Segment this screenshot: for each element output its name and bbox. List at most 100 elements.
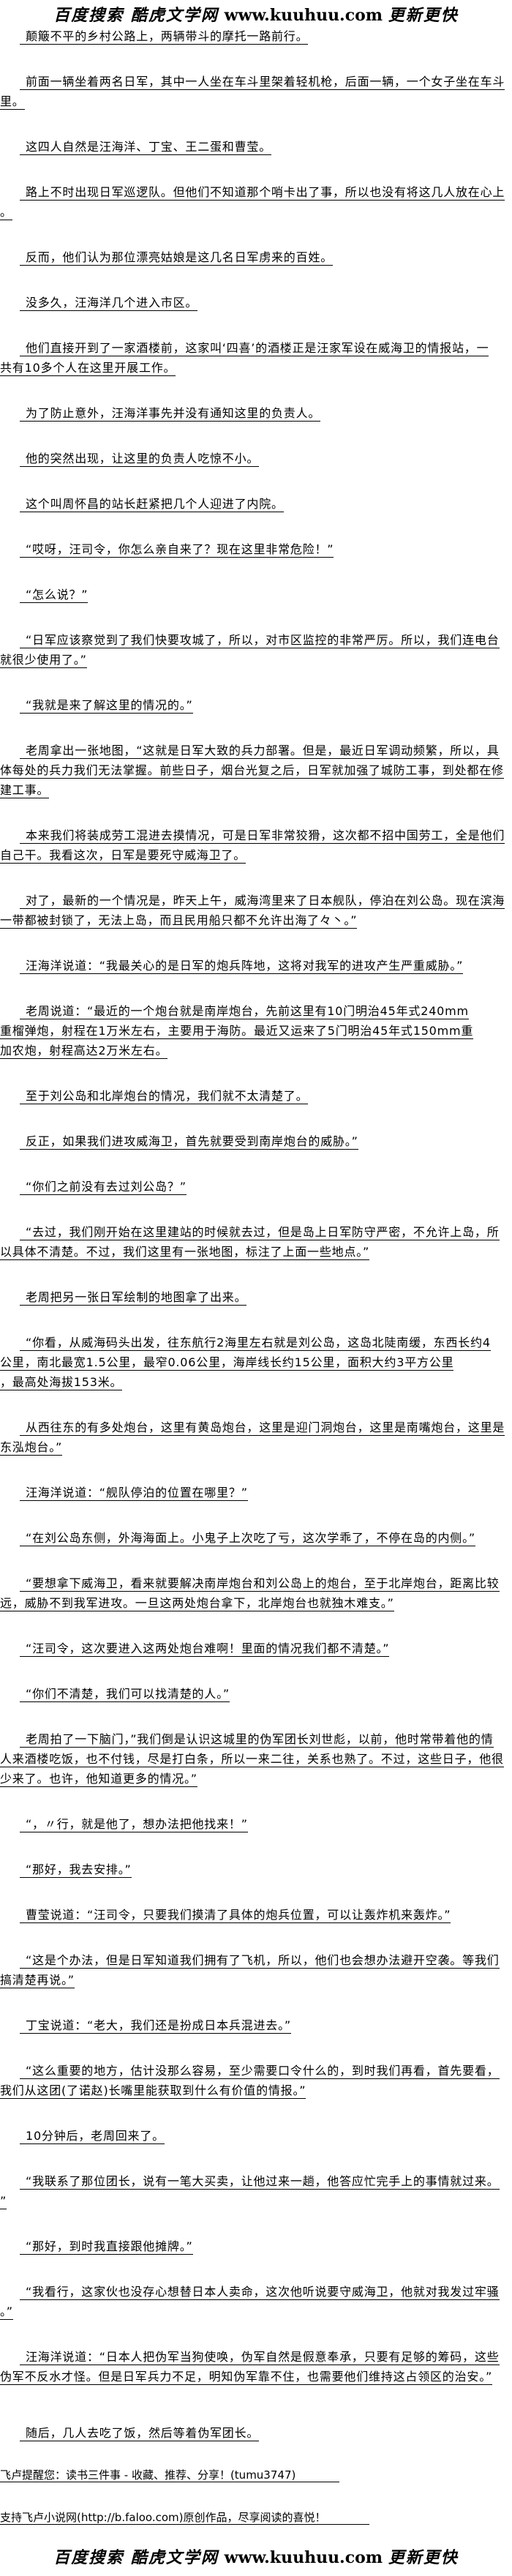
text-line-content: “你看，从威海码头出发，往东航行2海里左右就是刘公岛，这岛北陡南缓，东西长约4 (20, 1336, 491, 1351)
text-line-content: 东泓炮台。” (0, 1440, 63, 1456)
text-line-content: 颠簸不平的乡村公路上，两辆带斗的摩托一路前行。 (20, 29, 309, 45)
text-line-content: “这么重要的地方，估计没那么容易，至少需要口令什么的，到时我们再看，首先要看， (20, 2064, 500, 2079)
text-line-content: “那好，我去安排。” (20, 1862, 132, 1878)
paragraph: 这个叫周怀昌的站长赶紧把几个人迎进了内院。 (0, 494, 512, 514)
text-line: 颠簸不平的乡村公路上，两辆带斗的摩托一路前行。 (0, 26, 512, 46)
text-line-content: 人来酒楼吃饭，也不付钱，尽是打白条，所以一来二往，关系也熟了。不过，这些日子，他… (0, 1752, 504, 1767)
paragraph: 汪海洋说道：“我最关心的是日军的炮兵阵地，这将对我军的进攻产生严重威胁。” (0, 956, 512, 976)
paragraph: “你们之前没有去过刘公岛？” (0, 1177, 512, 1197)
logo-cn-text: 百度搜索 酷虎文学网 (53, 6, 219, 25)
text-line-content: 公里，南北最宽1.5公里，最窄0.06公里，海岸线长约15公里，面积大约3平方公… (0, 1355, 454, 1371)
logo-slogan-text: 更新更快 (388, 6, 459, 25)
text-line: 他的突然出现，让这里的负责人吃惊不小。 (0, 449, 512, 468)
paragraph: 从西往东的有多处炮台，这里有黄岛炮台，这里是迎门洞炮台，这里是南嘴炮台，这里是东… (0, 1418, 512, 1457)
logo-slogan-text: 更新更快 (388, 2548, 459, 2567)
text-line-content: 里。 (0, 94, 25, 110)
text-line-content: 为了防止意外，汪海洋事先并没有通知这里的负责人。 (20, 406, 321, 422)
text-line: 前面一辆坐着两名日军，其中一人坐在车斗里架着轻机枪，后面一辆，一个女子坐在车斗 (0, 72, 512, 91)
text-line-content: 本来我们将装成劳工混进去摸情况，可是日军非常狡猾，这次都不招中国劳工，全是他们 (20, 828, 505, 844)
paragraph: “去过，我们刚开始在这里建站的时候就去过，但是岛上日军防守严密，不允许上岛，所以… (0, 1222, 512, 1262)
paragraph: 老周拿出一张地图，“这就是日军大致的兵力部署。但是，最近日军调动频繁，所以，具体… (0, 741, 512, 800)
text-line-content: 搞清楚再说。” (0, 1973, 75, 1988)
text-line-content: 随后，几人去吃了饭，然后等着伪军团长。 (20, 2426, 260, 2441)
text-line: 我们从这团(了诺赵)长嘴里能获取到什么有价值的情报。” (0, 2081, 512, 2100)
footer-reminder-text: 飞卢提醒您：读书三件事 - 收藏、推荐、分享！(tumu3747) (0, 2468, 340, 2482)
footer-support-link[interactable]: 支持飞卢小说网(http://b.faloo.com)原创作品，尽享阅读的喜悦！ (0, 2511, 370, 2525)
text-line-content: 汪海洋说道：“日本人把伪军当狗使唤，伪军自然是假意奉承，只要有足够的筹码，这些 (20, 2350, 500, 2365)
text-line: ，最高处海拔153米。 (0, 1372, 512, 1392)
text-line: 一带都被封锁了，无法上岛，而且民用船只都不允许出海了々丶。” (0, 910, 512, 930)
text-line: “你看，从威海码头出发，往东航行2海里左右就是刘公岛，这岛北陡南缓，东西长约4 (0, 1333, 512, 1352)
text-line: “这是个办法，但是日军知道我们拥有了飞机，所以，他们也会想办法避开空袭。等我们 (0, 1950, 512, 1970)
text-line: 随后，几人去吃了饭，然后等着伪军团长。 (0, 2423, 512, 2443)
text-line: 。 (0, 202, 512, 222)
text-line: 为了防止意外，汪海洋事先并没有通知这里的负责人。 (0, 403, 512, 423)
paragraph: 为了防止意外，汪海洋事先并没有通知这里的负责人。 (0, 403, 512, 423)
text-line: “，〃行，就是他了，想办法把他找来！” (0, 1814, 512, 1834)
text-line: “你们之前没有去过刘公岛？” (0, 1177, 512, 1197)
footer-logo-banner: 百度搜索 酷虎文学网 www.kuuhuu.com 更新更快 (0, 2545, 512, 2570)
text-line-content: 曹莹说道：“汪司令，只要我们摸清了具体的炮兵位置，可以让轰炸机来轰炸。” (20, 1908, 451, 1923)
text-line: 这四人自然是汪海洋、丁宝、王二蛋和曹莹。 (0, 137, 512, 157)
paragraph: 他的突然出现，让这里的负责人吃惊不小。 (0, 449, 512, 468)
text-line: “那好，我去安排。” (0, 1860, 512, 1879)
text-line-content: 他的突然出现，让这里的负责人吃惊不小。 (20, 452, 260, 467)
text-line: 汪海洋说道：“舰队停泊的位置在哪里？” (0, 1483, 512, 1502)
text-line: 东泓炮台。” (0, 1437, 512, 1457)
text-line-content: 体每处的兵力我们无法掌握。前些日子，烟台光复之后，日军就加强了城防工事，到处都在… (0, 763, 504, 779)
text-line-content: “要想拿下威海卫，看来就要解决南岸炮台和刘公岛上的炮台，至于北岸炮台，距离比较 (20, 1576, 500, 1592)
paragraph: “那好，到时我直接跟他摊牌。” (0, 2236, 512, 2256)
text-line-content: “去过，我们刚开始在这里建站的时候就去过，但是岛上日军防守严密，不允许上岛，所 (20, 1225, 500, 1240)
text-line-content: 没多久，汪海洋几个进入市区。 (20, 296, 198, 311)
paragraph: “那好，我去安排。” (0, 1860, 512, 1879)
text-line: 体每处的兵力我们无法掌握。前些日子，烟台光复之后，日军就加强了城防工事，到处都在… (0, 760, 512, 780)
text-line-content: 从西往东的有多处炮台，这里有黄岛炮台，这里是迎门洞炮台，这里是南嘴炮台，这里是 (20, 1420, 505, 1436)
paragraph: “我联系了那位团长，说有一笔大买卖，让他过来一趟，他答应忙完手上的事情就过来。” (0, 2171, 512, 2211)
paragraph: 汪海洋说道：“日本人把伪军当狗使唤，伪军自然是假意奉承，只要有足够的筹码，这些伪… (0, 2347, 512, 2386)
paragraph: 颠簸不平的乡村公路上，两辆带斗的摩托一路前行。 (0, 26, 512, 46)
text-line: 共有10多个人在这里开展工作。 (0, 358, 512, 378)
paragraph: 没多久，汪海洋几个进入市区。 (0, 293, 512, 312)
text-line: “在刘公岛东侧，外海海面上。小鬼子上次吃了亏，这次学乖了，不停在岛的内侧。” (0, 1528, 512, 1548)
text-line-content: “我联系了那位团长，说有一笔大买卖，让他过来一趟，他答应忙完手上的事情就过来。 (20, 2174, 500, 2190)
text-line: 公里，南北最宽1.5公里，最窄0.06公里，海岸线长约15公里，面积大约3平方公… (0, 1352, 512, 1372)
text-line-content: 重榴弹炮，射程在1万米左右，主要用于海防。最近又运来了5门明治45年式150mm… (0, 1024, 474, 1039)
text-line: 10分钟后，老周回来了。 (0, 2126, 512, 2146)
text-line-content: 他们直接开到了一家酒楼前，这家叫‘四喜’的酒楼正是汪家军设在威海卫的情报站，一 (20, 341, 489, 356)
text-line-content: 伪军不反水才怪。但是日军兵力不足，明知伪军靠不住，也需要他们维持这占领区的治安。… (0, 2370, 493, 2385)
text-line: 以具体不清楚。不过，我们这里有一张地图，标注了上面一些地点。” (0, 1242, 512, 1262)
text-line: “要想拿下威海卫，看来就要解决南岸炮台和刘公岛上的炮台，至于北岸炮台，距离比较 (0, 1573, 512, 1593)
text-line: “去过，我们刚开始在这里建站的时候就去过，但是岛上日军防守严密，不允许上岛，所 (0, 1222, 512, 1242)
text-line-content: 以具体不清楚。不过，我们这里有一张地图，标注了上面一些地点。” (0, 1245, 370, 1260)
text-line: 里。 (0, 91, 512, 111)
logo-url-text: www.kuuhuu.com (224, 2548, 383, 2567)
text-line-content: 老周说道：“最近的一个炮台就是南岸炮台，先前这里有10门明治45年式240mm (20, 1004, 469, 1019)
text-line-content: “那好，到时我直接跟他摊牌。” (20, 2239, 193, 2255)
footer-support[interactable]: 支持飞卢小说网(http://b.faloo.com)原创作品，尽享阅读的喜悦！ (0, 2508, 370, 2528)
text-line: “我联系了那位团长，说有一笔大买卖，让他过来一趟，他答应忙完手上的事情就过来。 (0, 2171, 512, 2191)
paragraph: 老周拍了一下脑门，”我们倒是认识这城里的伪军团长刘世彪，以前，他时常带着他的情人… (0, 1729, 512, 1789)
text-line-content: 汪海洋说道：“舰队停泊的位置在哪里？” (20, 1486, 248, 1501)
text-line: 汪海洋说道：“我最关心的是日军的炮兵阵地，这将对我军的进攻产生严重威胁。” (0, 956, 512, 976)
text-line-content: “，〃行，就是他了，想办法把他找来！” (20, 1817, 248, 1832)
header-logo-banner: 百度搜索 酷虎文学网 www.kuuhuu.com 更新更快 (0, 3, 512, 28)
text-line: 建工事。 (0, 780, 512, 800)
text-line: 老周拿出一张地图，“这就是日军大致的兵力部署。但是，最近日军调动频繁，所以，具 (0, 741, 512, 760)
paragraph: “你们不清楚，我们可以找清楚的人。” (0, 1684, 512, 1704)
paragraph: “汪司令，这次要进入这两处炮台难啊！里面的情况我们都不清楚。” (0, 1639, 512, 1658)
paragraph: “这么重要的地方，估计没那么容易，至少需要口令什么的，到时我们再看，首先要看， 我… (0, 2061, 512, 2100)
text-line-content: 汪海洋说道：“我最关心的是日军的炮兵阵地，这将对我军的进攻产生严重威胁。” (20, 959, 464, 974)
paragraph: 老周把另一张日军绘制的地图拿了出来。 (0, 1287, 512, 1307)
text-line-content: “你们不清楚，我们可以找清楚的人。” (20, 1687, 230, 1702)
text-line-content: 老周拿出一张地图，“这就是日军大致的兵力部署。但是，最近日军调动频繁，所以，具 (20, 744, 500, 759)
text-line-content: 共有10多个人在这里开展工作。 (0, 361, 176, 376)
text-line: “这么重要的地方，估计没那么容易，至少需要口令什么的，到时我们再看，首先要看， (0, 2061, 512, 2081)
text-line-content: 远，威胁不到我军进攻。一旦这两处炮台拿下，北岸炮台也就独木难支。” (0, 1596, 394, 1611)
text-line: “汪司令，这次要进入这两处炮台难啊！里面的情况我们都不清楚。” (0, 1639, 512, 1658)
paragraph: “要想拿下威海卫，看来就要解决南岸炮台和刘公岛上的炮台，至于北岸炮台，距离比较远… (0, 1573, 512, 1613)
text-line-content: 丁宝说道：“老大，我们还是扮成日本兵混进去。” (20, 2018, 291, 2034)
text-line: 路上不时出现日军巡逻队。但他们不知道那个哨卡出了事，所以也没有将这几人放在心上 (0, 182, 512, 202)
chapter-content: 颠簸不平的乡村公路上，两辆带斗的摩托一路前行。前面一辆坐着两名日军，其中一人坐在… (0, 26, 512, 2468)
footer-reminder: 飞卢提醒您：读书三件事 - 收藏、推荐、分享！(tumu3747) (0, 2465, 340, 2485)
text-line-content: 一带都被封锁了，无法上岛，而且民用船只都不允许出海了々丶。” (0, 913, 358, 929)
